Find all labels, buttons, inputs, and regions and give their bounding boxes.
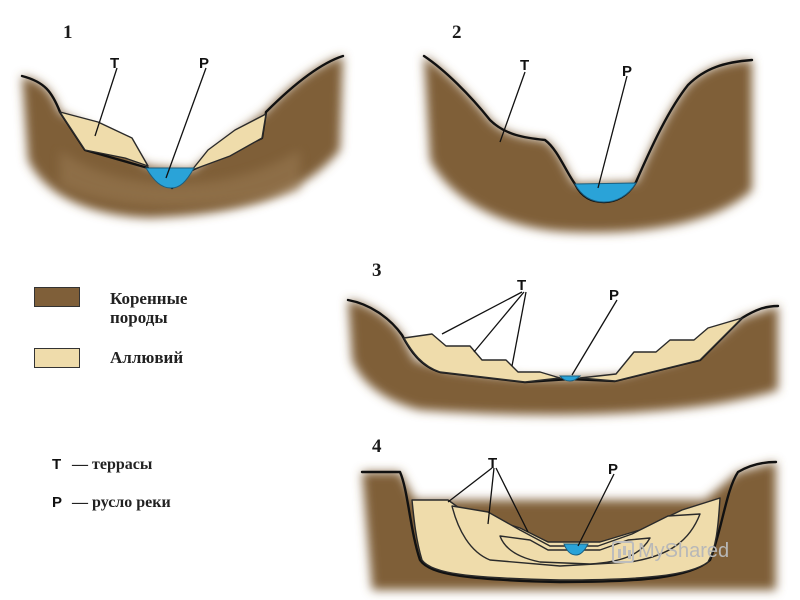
panel-3-terrace-letter: Т <box>517 277 526 294</box>
panel-3-terraces-left <box>403 333 561 383</box>
watermark-text: MyShared <box>638 540 730 562</box>
panel-4: 4 Т Р <box>360 436 778 590</box>
panel-4-channel-letter: Р <box>608 461 618 478</box>
watermark: MyShared <box>612 540 729 563</box>
panel-1-river <box>145 167 195 189</box>
panel-3-number: 3 <box>372 260 382 281</box>
panel-4-valley-edge <box>360 460 778 584</box>
panel-3-bedrock <box>348 300 778 415</box>
panel-4-river <box>563 543 589 556</box>
panel-3-river <box>558 375 582 382</box>
panel-1-terrace-letter: Т <box>110 55 119 72</box>
panel-2-bedrock <box>424 56 752 233</box>
panel-1-number: 1 <box>63 22 73 43</box>
panel-4-number: 4 <box>372 436 382 457</box>
panel-1: 1 Т Р <box>20 22 345 218</box>
panel-1-channel-letter: Р <box>199 55 209 72</box>
panel-1-terrace-right <box>191 113 267 171</box>
panel-3: 3 Т Р <box>346 260 780 415</box>
panel-3-terraces-right <box>579 317 743 382</box>
panel-4-terrace-letter: Т <box>488 455 497 472</box>
panel-2: 2 Т Р <box>422 22 754 233</box>
panel-2-channel-letter: Р <box>622 63 632 80</box>
panel-1-terrace-left <box>59 111 149 167</box>
panel-2-number: 2 <box>452 22 462 43</box>
chart-board-icon <box>612 540 634 563</box>
panel-3-channel-letter: Р <box>609 287 619 304</box>
panel-2-river <box>574 182 637 203</box>
panel-2-terrace-letter: Т <box>520 57 529 74</box>
